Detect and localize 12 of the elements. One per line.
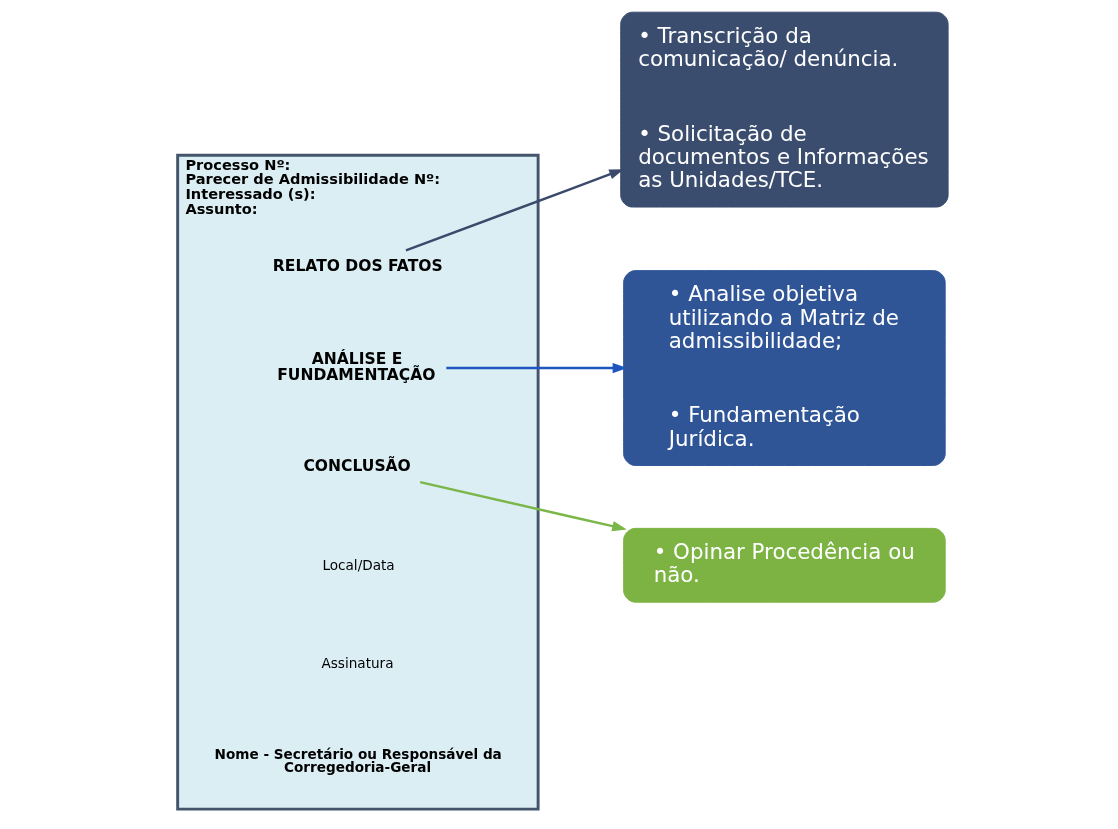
- node-text: ANÁLISE E FUNDAMENTAÇÃO: [277, 349, 436, 384]
- node-text: CONCLUSÃO: [303, 456, 411, 475]
- label: Nome - Secretário ou Responsável da Corregedoria-Geral: [214, 745, 502, 776]
- node-box: • Transcrição da comunicação/ denúncia. • Solicitação de documentos e Informações as Unidades/TCE.: [620, 11, 949, 208]
- arrow: [419, 480, 627, 532]
- node-text: RELATO DOS FATOS: [272, 256, 443, 275]
- node-box: • Analise objetiva utilizando a Matriz de admissibilidade; • Fundamentação Jurídica.: [623, 270, 946, 466]
- arrow: [446, 362, 628, 374]
- arrow: [405, 169, 624, 252]
- label: Assinatura: [321, 654, 394, 671]
- node-box: • Opinar Procedência ou não.: [623, 527, 946, 603]
- label: Local/Data: [322, 556, 395, 573]
